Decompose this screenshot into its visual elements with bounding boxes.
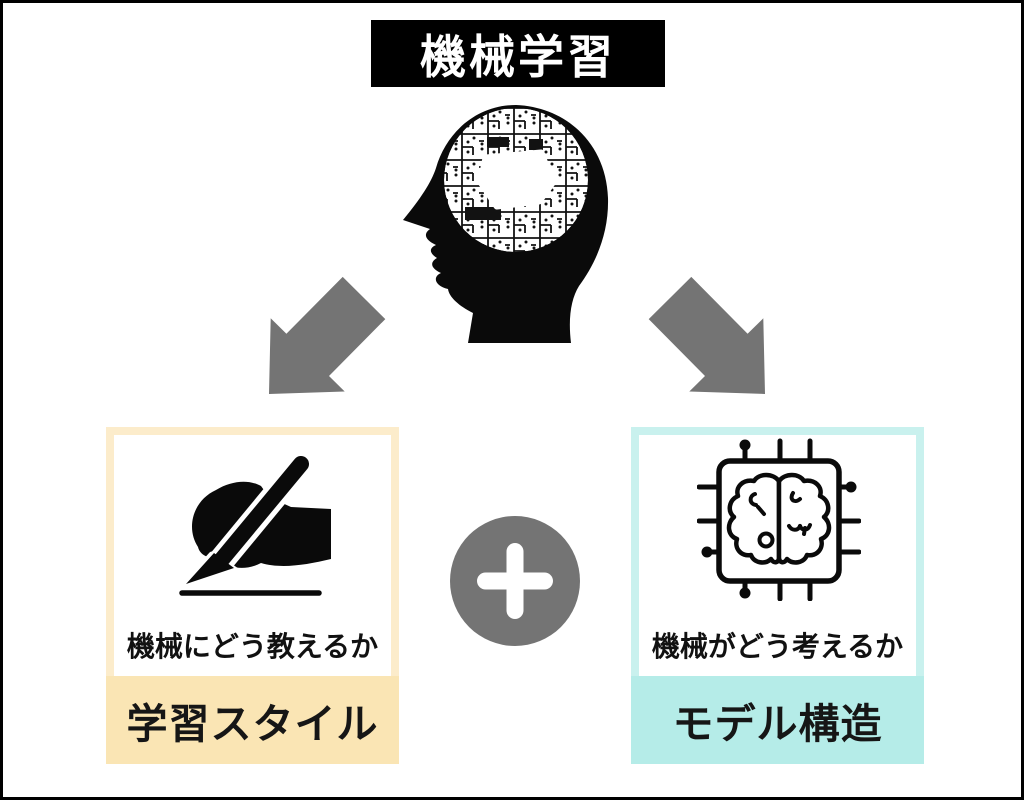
- circuit-brain-head-icon: [403, 105, 609, 343]
- arrow-down-right-icon: [648, 276, 765, 394]
- brain-chip-icon: [697, 438, 861, 601]
- model-structure-card-body: 機械がどう考えるか: [639, 435, 916, 676]
- learning-style-caption: 機械にどう教えるか: [126, 631, 379, 662]
- learning-style-card: 機械にどう教えるか 学習スタイル: [106, 427, 399, 764]
- learning-style-label: 学習スタイル: [106, 676, 399, 764]
- model-structure-label: モデル構造: [631, 676, 924, 764]
- arrow-down-left-icon: [269, 276, 386, 394]
- plus-icon: [450, 516, 580, 646]
- model-structure-card: 機械がどう考えるか モデル構造: [631, 427, 924, 764]
- learning-style-card-body: 機械にどう教えるか: [114, 435, 391, 676]
- model-structure-caption: 機械がどう考えるか: [651, 631, 904, 662]
- page-title: 機械学習: [371, 20, 665, 87]
- writing-hand-icon: [179, 451, 331, 596]
